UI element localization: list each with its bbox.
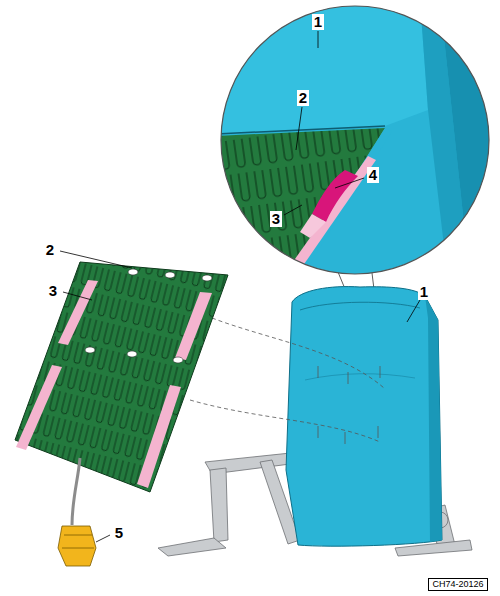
figure-code: CH74-20126 bbox=[428, 578, 487, 591]
callout-number: 5 bbox=[113, 525, 125, 541]
callout-number: 2 bbox=[297, 90, 309, 106]
callout-number: 3 bbox=[270, 211, 282, 227]
leader-line bbox=[60, 31, 420, 542]
magnifier-ring bbox=[221, 6, 489, 274]
callout-number: 1 bbox=[312, 14, 324, 30]
heating-mat bbox=[15, 262, 228, 566]
magnified-detail bbox=[215, 0, 500, 280]
callout-number: 2 bbox=[44, 242, 56, 258]
callout-number: 4 bbox=[367, 167, 379, 183]
assembly-line bbox=[190, 318, 384, 442]
callout-number: 3 bbox=[47, 283, 59, 299]
backrest-foam bbox=[286, 287, 442, 547]
callout-number: 1 bbox=[418, 284, 430, 300]
